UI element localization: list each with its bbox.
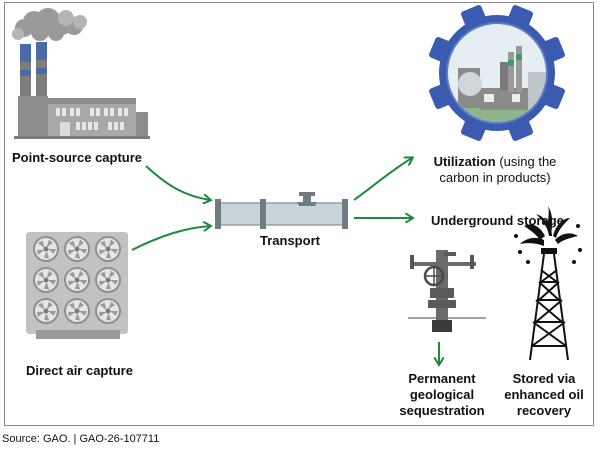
arrow-dac-to-transport — [131, 226, 210, 251]
label-underground-storage: Underground storage — [431, 213, 564, 228]
label-eor-l1: Stored via — [512, 371, 576, 386]
fan-icon — [64, 298, 90, 324]
label-utilization-line2: carbon in products) — [439, 170, 551, 185]
fan-icon — [64, 267, 90, 293]
label-eor-l2: enhanced oil — [504, 387, 584, 402]
label-enhanced-oil-recovery: Stored via enhanced oil recovery — [496, 371, 592, 419]
gear-factory-icon — [429, 5, 565, 141]
fan-icon — [95, 298, 121, 324]
arrow-point-source-to-transport — [145, 165, 210, 200]
label-permanent-l1: Permanent — [408, 371, 476, 386]
diagram-frame — [4, 2, 594, 426]
fan-icon — [95, 267, 121, 293]
fan-icon — [33, 236, 59, 262]
label-utilization: Utilization (using the carbon in product… — [420, 154, 570, 186]
label-permanent-l3: sequestration — [399, 403, 485, 418]
fan-icon — [33, 267, 59, 293]
oil-derrick-icon — [514, 206, 582, 361]
fan-icon — [33, 298, 59, 324]
fan-icon — [95, 236, 121, 262]
label-permanent-l2: geological — [409, 387, 475, 402]
label-point-source: Point-source capture — [12, 150, 143, 165]
fan-array-icon — [26, 232, 128, 339]
factory-icon — [12, 8, 150, 139]
arrow-transport-to-utilization — [353, 158, 412, 201]
label-direct-air: Direct air capture — [26, 363, 133, 378]
flow-arrows — [131, 158, 439, 364]
label-transport: Transport — [260, 233, 320, 248]
source-note: Source: GAO. | GAO-26-107711 — [2, 433, 160, 445]
label-utilization-bold: Utilization — [433, 154, 496, 169]
pipeline-valve-icon — [215, 192, 348, 229]
fan-icon — [64, 236, 90, 262]
label-utilization-rest: (using the — [495, 154, 557, 169]
label-eor-l3: recovery — [516, 403, 572, 418]
wellhead-icon — [408, 250, 486, 332]
label-permanent-sequestration: Permanent geological sequestration — [396, 371, 488, 419]
